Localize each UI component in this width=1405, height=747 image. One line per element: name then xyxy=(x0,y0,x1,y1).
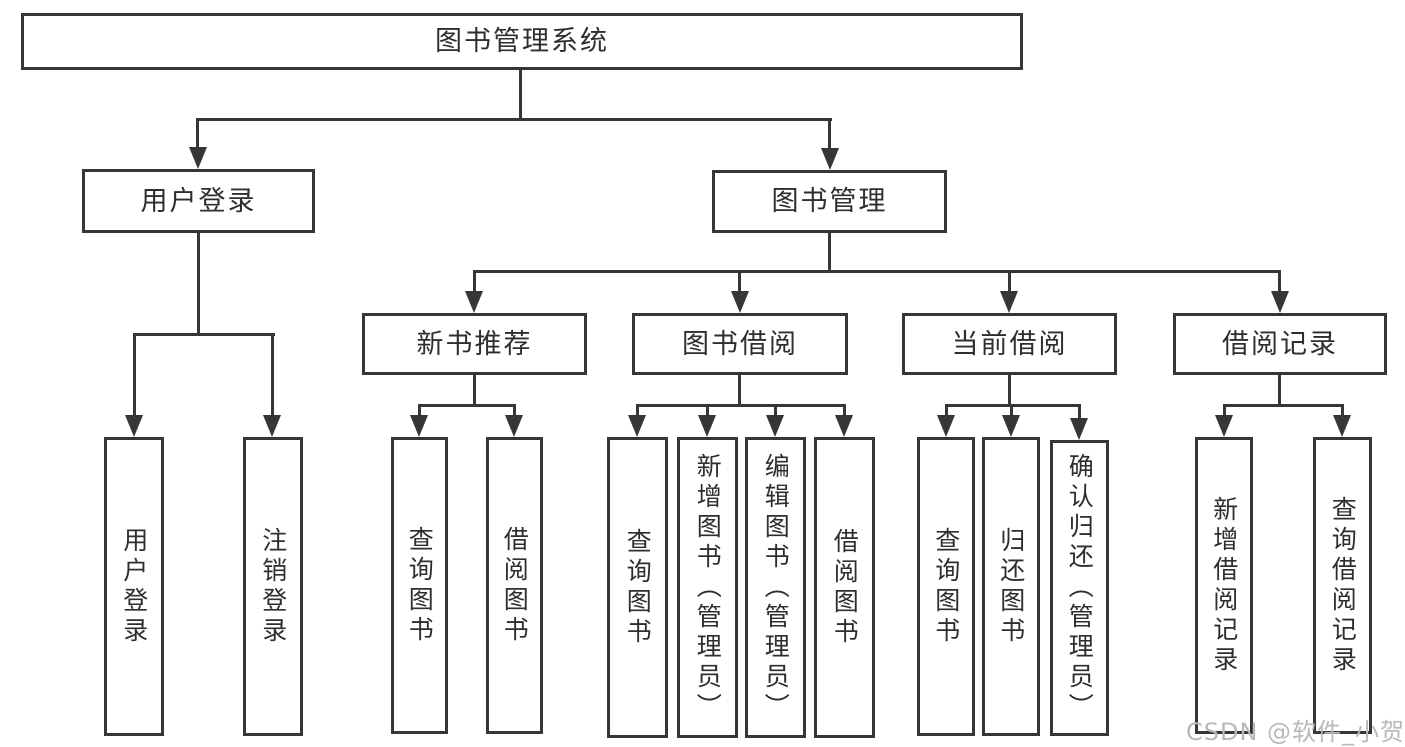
node-label: 图书管理 xyxy=(771,186,888,217)
node-library-management-system: 图书管理系统 xyxy=(21,13,1023,70)
node-label: 用户登录 xyxy=(140,185,257,217)
arrowhead-down-icon xyxy=(505,415,523,437)
connector-root-hline xyxy=(196,118,832,121)
node-label: 归还图书 xyxy=(996,526,1026,647)
arrowhead-down-icon xyxy=(410,415,428,437)
connector-bookmgmt-drop-1 xyxy=(473,273,476,293)
node-label: 确认归还（管理员） xyxy=(1065,453,1095,723)
node-label: 新增图书（管理员） xyxy=(693,452,723,723)
leaf-records-query-record: 查询借阅记录 xyxy=(1313,437,1372,734)
arrowhead-down-icon xyxy=(937,415,955,437)
arrowhead-down-icon xyxy=(1333,415,1351,437)
arrowhead-down-icon xyxy=(1000,291,1018,313)
arrowhead-down-icon xyxy=(766,415,784,437)
connector-bookmgmt-drop-4 xyxy=(1278,273,1281,293)
node-label: 查询图书 xyxy=(623,527,653,648)
connector-records-drop-2 xyxy=(1341,407,1344,417)
watermark-csdn: CSDN @软件_小贺同学 xyxy=(1186,718,1405,746)
node-label: 编辑图书（管理员） xyxy=(761,452,791,723)
connector-borrow-stem xyxy=(738,375,741,407)
arrowhead-down-icon xyxy=(1271,291,1289,313)
leaf-records-add-record: 新增借阅记录 xyxy=(1195,437,1253,734)
connector-root-drop-left xyxy=(196,121,199,150)
leaf-newbook-query-books: 查询图书 xyxy=(391,437,448,734)
node-label: 注销登录 xyxy=(258,526,288,647)
node-label: 借阅记录 xyxy=(1222,328,1338,360)
arrowhead-down-icon xyxy=(698,415,716,437)
leaf-borrow-borrow-books: 借阅图书 xyxy=(814,437,875,738)
node-current-borrowing: 当前借阅 xyxy=(902,313,1117,375)
node-label: 查询借阅记录 xyxy=(1328,495,1358,676)
leaf-borrow-query-books: 查询图书 xyxy=(607,437,668,738)
connector-newbook-stem xyxy=(473,375,476,407)
node-user-login: 用户登录 xyxy=(82,169,315,233)
leaf-current-confirm-return-admin: 确认归还（管理员） xyxy=(1050,440,1109,736)
node-label: 查询图书 xyxy=(405,525,435,646)
node-book-borrowing: 图书借阅 xyxy=(632,313,848,375)
node-label: 借阅图书 xyxy=(500,525,530,646)
arrowhead-down-icon xyxy=(628,415,646,437)
node-label: 图书借阅 xyxy=(682,328,798,360)
connector-userlogin-drop-2 xyxy=(271,336,274,417)
connector-bookmgmt-hline xyxy=(473,270,1281,273)
leaf-borrow-add-books-admin: 新增图书（管理员） xyxy=(677,437,738,738)
node-label: 新增借阅记录 xyxy=(1209,495,1239,676)
arrowhead-down-icon xyxy=(125,415,143,437)
arrowhead-down-icon xyxy=(835,415,853,437)
arrowhead-down-icon xyxy=(1070,418,1088,440)
connector-current-drop-3 xyxy=(1078,407,1081,420)
connector-records-stem xyxy=(1278,375,1281,407)
node-label: 当前借阅 xyxy=(951,328,1068,360)
leaf-borrow-edit-books-admin: 编辑图书（管理员） xyxy=(745,437,806,738)
node-new-book-recommend: 新书推荐 xyxy=(362,313,587,375)
node-borrowing-records: 借阅记录 xyxy=(1173,313,1387,375)
connector-bookmgmt-drop-2 xyxy=(738,273,741,293)
connector-newbook-hline xyxy=(418,404,516,407)
connector-borrow-drop-4 xyxy=(843,407,846,417)
connector-borrow-drop-2 xyxy=(706,407,709,417)
connector-current-drop-1 xyxy=(945,407,948,417)
connector-borrow-hline xyxy=(636,404,846,407)
arrowhead-down-icon xyxy=(1215,415,1233,437)
arrowhead-down-icon xyxy=(263,415,281,437)
node-label: 查询图书 xyxy=(931,526,961,647)
connector-userlogin-hline xyxy=(133,333,275,336)
connector-records-drop-1 xyxy=(1223,407,1226,417)
node-label: 新书推荐 xyxy=(416,328,533,360)
connector-records-hline xyxy=(1223,404,1344,407)
arrowhead-down-icon xyxy=(465,291,483,313)
connector-newbook-drop-1 xyxy=(418,407,421,417)
node-label: 用户登录 xyxy=(119,526,149,647)
connector-userlogin-drop-1 xyxy=(133,336,136,417)
leaf-current-query-books: 查询图书 xyxy=(917,437,975,736)
connector-borrow-drop-1 xyxy=(636,407,639,417)
leaf-current-return-books: 归还图书 xyxy=(982,437,1040,736)
leaf-user-login: 用户登录 xyxy=(104,437,164,736)
leaf-newbook-borrow-books: 借阅图书 xyxy=(486,437,543,734)
connector-userlogin-stem xyxy=(197,233,200,336)
node-label: 借阅图书 xyxy=(830,527,860,648)
node-label: 图书管理系统 xyxy=(435,26,609,57)
arrowhead-down-icon xyxy=(731,291,749,313)
connector-root-stem xyxy=(519,70,522,121)
connector-current-drop-2 xyxy=(1010,407,1013,417)
connector-root-drop-right xyxy=(828,121,831,150)
arrowhead-down-icon xyxy=(1002,415,1020,437)
node-book-management: 图书管理 xyxy=(712,170,947,233)
leaf-logout: 注销登录 xyxy=(243,437,303,736)
connector-bookmgmt-drop-3 xyxy=(1008,273,1011,293)
connector-borrow-drop-3 xyxy=(774,407,777,417)
arrowhead-down-icon xyxy=(821,148,839,170)
connector-current-hline xyxy=(945,404,1081,407)
arrowhead-down-icon xyxy=(189,147,207,169)
connector-newbook-drop-2 xyxy=(513,407,516,417)
connector-current-stem xyxy=(1008,375,1011,407)
connector-bookmgmt-stem xyxy=(828,233,831,272)
